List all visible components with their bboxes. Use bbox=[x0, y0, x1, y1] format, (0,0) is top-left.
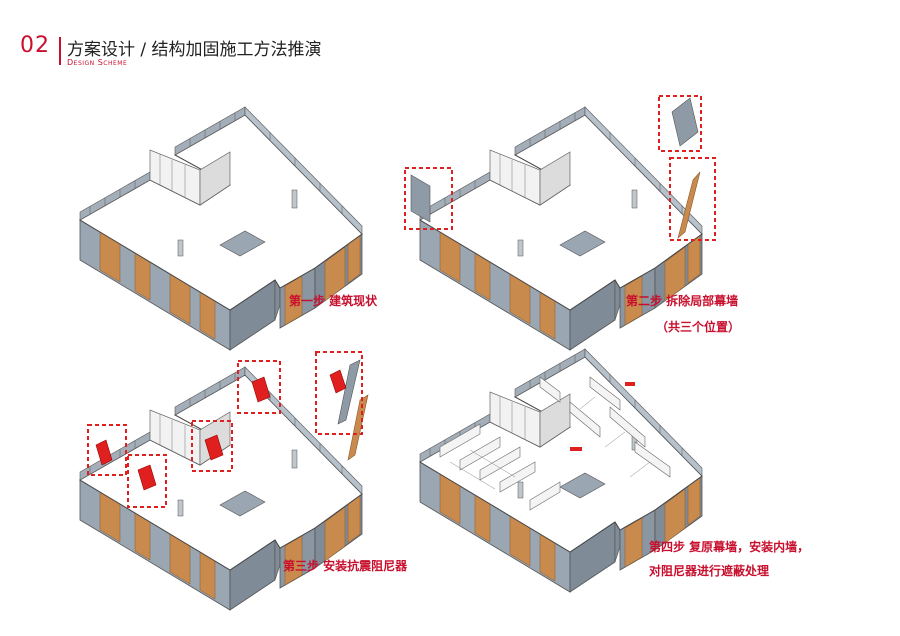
damper-marker-5 bbox=[315, 351, 363, 435]
step4-caption-line2: 对阻尼器进行遮蔽处理 bbox=[649, 564, 770, 578]
removal-marker-3 bbox=[669, 157, 716, 241]
page-subtitle: Design Scheme bbox=[67, 58, 128, 67]
damper-marker-3 bbox=[191, 420, 233, 472]
damper-group bbox=[95, 369, 347, 491]
step1-caption: 第一步 建筑现状 bbox=[289, 294, 378, 308]
step4-building bbox=[420, 349, 702, 592]
damper-marker-4 bbox=[237, 360, 281, 414]
page-title: 方案设计 / 结构加固施工方法推演 bbox=[67, 40, 322, 60]
step3-caption: 第三步 安装抗震阻尼器 bbox=[283, 559, 408, 573]
step2-building bbox=[404, 95, 716, 351]
step4-caption: 第四步 复原幕墙，安装内墙， bbox=[649, 540, 810, 554]
step3-building bbox=[79, 351, 369, 611]
step2-caption: 第二步 拆除局部幕墙 bbox=[626, 294, 739, 308]
step1-building bbox=[79, 106, 363, 351]
removal-marker-1 bbox=[404, 167, 453, 230]
removal-marker-2 bbox=[658, 95, 702, 152]
step2-caption-note: （共三个位置） bbox=[656, 320, 741, 334]
damper-marker-2 bbox=[127, 454, 167, 508]
section-number: 02 bbox=[20, 33, 50, 58]
damper-marker-1 bbox=[87, 424, 127, 476]
section-divider bbox=[59, 37, 61, 65]
